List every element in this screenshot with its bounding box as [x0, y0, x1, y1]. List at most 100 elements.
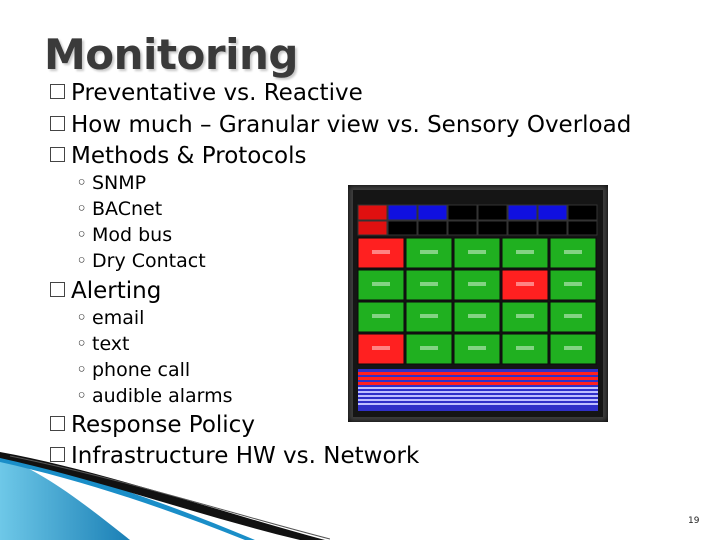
bullet-text: Methods & Protocols	[71, 143, 307, 169]
status-tile-label	[468, 282, 486, 286]
sub-bullet-text: email	[92, 307, 145, 329]
status-tile	[501, 301, 549, 333]
status-header-cell	[507, 204, 538, 221]
bullet-preventative: Preventative vs. Reactive	[50, 80, 363, 106]
status-header-cell	[417, 204, 448, 221]
sub-bullet-text: audible alarms	[92, 385, 233, 407]
status-header-cell	[567, 204, 598, 221]
status-tile	[453, 269, 501, 301]
bullet-text: Alerting	[71, 278, 162, 304]
status-header-cell	[477, 204, 508, 221]
status-tile	[357, 333, 405, 365]
circle-bullet-icon: ◦	[76, 307, 88, 329]
status-tile	[453, 301, 501, 333]
status-header-cell	[387, 220, 418, 236]
status-tile-label	[468, 250, 486, 254]
status-tile-grid	[357, 237, 597, 365]
status-tile	[549, 237, 597, 269]
sub-bullet-text: Dry Contact	[92, 250, 206, 272]
bullet-text: Response Policy	[71, 412, 255, 438]
sub-bullet-text: SNMP	[92, 172, 147, 194]
bullet-text: How much – Granular view vs. Sensory Ove…	[71, 112, 632, 138]
alarm-log-row	[358, 391, 598, 393]
status-header-cell	[357, 204, 388, 221]
circle-bullet-icon: ◦	[76, 198, 88, 220]
status-tile-label	[468, 346, 486, 350]
circle-bullet-icon: ◦	[76, 333, 88, 355]
sub-bullet-bacnet: ◦BACnet	[76, 198, 162, 220]
status-tile	[357, 269, 405, 301]
status-tile	[357, 237, 405, 269]
status-tile	[405, 237, 453, 269]
status-tile	[549, 269, 597, 301]
sub-bullet-audible: ◦audible alarms	[76, 385, 233, 407]
decorative-swoosh	[0, 452, 330, 540]
status-tile	[453, 333, 501, 365]
bullet-alerting: Alerting	[50, 278, 161, 304]
sub-bullet-email: ◦email	[76, 307, 144, 329]
sub-bullet-phone: ◦phone call	[76, 359, 190, 381]
status-tile-label	[420, 250, 438, 254]
status-tile-label	[468, 314, 486, 318]
circle-bullet-icon: ◦	[76, 359, 88, 381]
status-tile-label	[372, 250, 390, 254]
checkbox-bullet-icon	[50, 147, 65, 162]
status-header-cell	[567, 220, 598, 236]
status-tile-label	[516, 346, 534, 350]
status-tile	[453, 237, 501, 269]
status-tile	[549, 301, 597, 333]
status-tile-label	[516, 282, 534, 286]
status-tile	[405, 333, 453, 365]
dashboard-image	[353, 190, 603, 417]
bullet-response-policy: Response Policy	[50, 412, 255, 438]
circle-bullet-icon: ◦	[76, 385, 88, 407]
page-number: 19	[688, 516, 700, 526]
status-tile-label	[372, 282, 390, 286]
alarm-log-row	[358, 399, 598, 401]
status-tile-label	[420, 282, 438, 286]
status-header-cell	[357, 220, 388, 236]
sub-bullet-text-msg: ◦text	[76, 333, 130, 355]
alarm-log-row	[358, 387, 598, 389]
status-tile-label	[516, 314, 534, 318]
status-tile	[501, 237, 549, 269]
sub-bullet-text: phone call	[92, 359, 191, 381]
status-tile-label	[420, 314, 438, 318]
bullet-methods: Methods & Protocols	[50, 143, 306, 169]
alarm-log-row	[358, 403, 598, 405]
checkbox-bullet-icon	[50, 282, 65, 297]
status-header-row	[357, 204, 598, 236]
status-tile	[405, 301, 453, 333]
checkbox-bullet-icon	[50, 116, 65, 131]
checkbox-bullet-icon	[50, 416, 65, 431]
checkbox-bullet-icon	[50, 447, 65, 462]
circle-bullet-icon: ◦	[76, 224, 88, 246]
status-header-cell	[387, 204, 418, 221]
status-tile-label	[564, 314, 582, 318]
status-tile-label	[516, 250, 534, 254]
status-header-cell	[417, 220, 448, 236]
alarm-log-row	[358, 377, 598, 380]
circle-bullet-icon: ◦	[76, 250, 88, 272]
sub-bullet-modbus: ◦Mod bus	[76, 224, 172, 246]
status-header-cell	[537, 220, 568, 236]
status-tile	[501, 269, 549, 301]
alarm-log-row	[358, 372, 598, 375]
bullet-text: Preventative vs. Reactive	[71, 80, 363, 106]
status-tile	[501, 333, 549, 365]
monitoring-dashboard-screenshot	[348, 185, 608, 422]
sub-bullet-dry-contact: ◦Dry Contact	[76, 250, 206, 272]
circle-bullet-icon: ◦	[76, 172, 88, 194]
status-header-cell	[447, 204, 478, 221]
status-header-cell	[507, 220, 538, 236]
status-header-cell	[447, 220, 478, 236]
checkbox-bullet-icon	[50, 84, 65, 99]
alarm-log-row	[358, 395, 598, 397]
alarm-log-row	[358, 382, 598, 385]
status-tile-label	[372, 314, 390, 318]
status-header-cell	[537, 204, 568, 221]
status-tile-label	[564, 346, 582, 350]
status-tile-label	[372, 346, 390, 350]
status-header-cell	[477, 220, 508, 236]
status-tile-label	[420, 346, 438, 350]
